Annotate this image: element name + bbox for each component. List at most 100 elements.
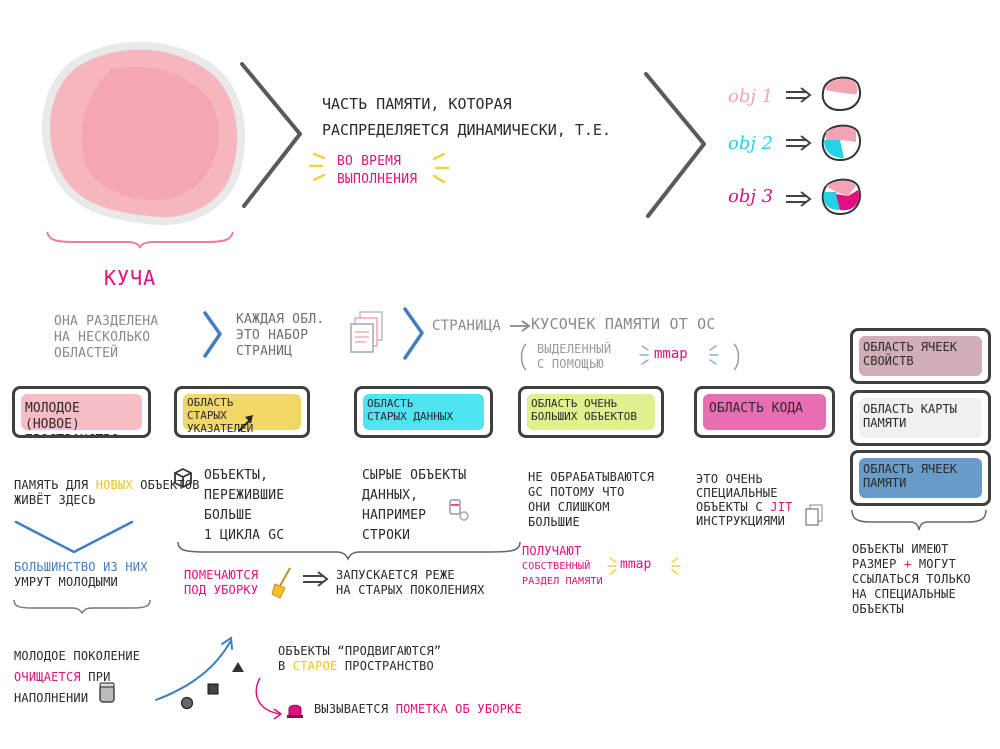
promoted-highlight: СТАРОЕ [292, 659, 338, 673]
large-own-line2: СОБСТВЕННЫЙ [522, 561, 591, 572]
cells-brace [851, 509, 987, 531]
young-gen-line3: НАПОЛНЕНИИ [14, 691, 89, 705]
promoted-pre: В [278, 659, 286, 673]
obj-2-label: obj 2 [728, 133, 774, 154]
cells-line1: ОБЪЕКТЫ ИМЕЮТ [852, 542, 949, 556]
rarely-line2: НА СТАРЫХ ПОКОЛЕНИЯХ [336, 583, 485, 597]
region-property-cells: ОБЛАСТЬ ЯЧЕЕК СВОЙСТВ [850, 328, 991, 384]
division-line3: ОБЛАСТЕЙ [54, 346, 119, 361]
code-line3-text: ОБЪЕКТЫ С [696, 500, 763, 514]
bracket-left-icon [520, 343, 527, 371]
large-line4: БОЛЬШИЕ [528, 515, 580, 529]
code-note: ЭТО ОЧЕНЬ СПЕЦИАЛЬНЫЕ ОБЪЕКТЫ С JIT ИНСТ… [696, 472, 793, 528]
division-line1: ОНА РАЗДЕЛЕНА [54, 314, 159, 329]
heap-brace [46, 231, 234, 249]
region-old-data: ОБЛАСТЬ СТАРЫХ ДАННЫХ [354, 386, 493, 438]
double-arrow-icon [786, 135, 812, 151]
area-line2: ЭТО НАБОР [236, 328, 309, 343]
funnel-icon [14, 520, 134, 554]
obj-1-label: obj 1 [728, 86, 774, 107]
young-note-highlight: НОВЫХ [95, 478, 133, 492]
region-fill [183, 394, 301, 430]
region-label: ОБЛАСТЬ ЯЧЕЕК ПАМЯТИ [863, 462, 957, 490]
region-fill [859, 458, 982, 498]
promoted-line2: В СТАРОЕ ПРОСТРАНСТВО [278, 659, 441, 674]
heap-definition: ЧАСТЬ ПАМЯТИ, КОТОРАЯ РАСПРЕДЕЛЯЕТСЯ ДИН… [322, 94, 611, 140]
curve-arrow-icon [255, 677, 283, 720]
sparkle-icon [607, 557, 681, 575]
invoke-pre: ВЫЗЫВАЕТСЯ [314, 702, 389, 716]
broom-icon [271, 567, 291, 599]
region-large-objects: ОБЛАСТЬ ОЧЕНЬ БОЛЬШИХ ОБЪЕКТОВ [518, 386, 664, 438]
large-note: НЕ ОБРАБАТЫВАЮТСЯ GC ПОТОМУ ЧТО ОНИ СЛИШ… [528, 470, 654, 530]
double-arrow-icon [786, 87, 812, 103]
mark-note: ПОМЕЧАЮТСЯ ПОД УБОРКУ [184, 568, 258, 598]
sparkle-icon [308, 152, 450, 184]
allocated-text: ВЫДЕЛЕННЫЙ С ПОМОЩЬЮ [537, 342, 611, 372]
triangle-icon [232, 662, 244, 672]
region-map-space: ОБЛАСТЬ КАРТЫ ПАМЯТИ [850, 390, 991, 446]
cells-plus: + [904, 557, 912, 571]
memory-blob-2-icon [821, 124, 861, 162]
cursor-icon [238, 415, 253, 432]
region-label: ОБЛАСТЬ СТАРЫХ ДАННЫХ [367, 397, 454, 423]
memory-blob-1-icon [821, 76, 861, 112]
area-line1: КАЖДАЯ ОБЛ. [236, 312, 325, 327]
cells-line2-pre: РАЗМЕР [852, 557, 897, 571]
young-note-pre: ПАМЯТЬ ДЛЯ [14, 478, 89, 492]
cells-note: ОБЪЕКТЫ ИМЕЮТ РАЗМЕР + МОГУТ ССЫЛАТЬСЯ Т… [852, 542, 971, 617]
division-text: ОНА РАЗДЕЛЕНА НА НЕСКОЛЬКО ОБЛАСТЕЙ [54, 314, 158, 362]
mark-line2: ПОД УБОРКУ [184, 583, 259, 597]
promoted-note: ОБЪЕКТЫ “ПРОДВИГАЮТСЯ” В СТАРОЕ ПРОСТРАН… [278, 644, 441, 674]
young-gen-line2: ОЧИЩАЕТСЯ ПРИ [14, 667, 140, 688]
sparkle-icon [639, 345, 719, 365]
code-line4: ИНСТРУКЦИЯМИ [696, 514, 786, 528]
heap-definition-line1: ЧАСТЬ ПАМЯТИ, КОТОРАЯ [322, 95, 512, 113]
large-own-note: ПОЛУЧАЮТ СОБСТВЕННЫЙ РАЗДЕЛ ПАМЯТИ [522, 544, 603, 589]
region-label: ОБЛАСТЬ КАРТЫ ПАМЯТИ [863, 402, 957, 430]
young-note-line2: ЖИВЁТ ЗДЕСЬ [14, 493, 96, 507]
runtime-line1: ВО ВРЕМЯ [337, 154, 402, 169]
box-icon [207, 683, 219, 695]
old-data-line1: СЫРЫЕ ОБЪЕКТЫ [362, 468, 467, 483]
cells-line4: НА СПЕЦИАЛЬНЫЕ [852, 587, 956, 601]
thread-spool-icon [449, 499, 469, 521]
obj-3-label: obj 3 [728, 186, 774, 207]
cells-line2: РАЗМЕР + МОГУТ [852, 557, 971, 572]
large-own-line3: РАЗДЕЛ ПАМЯТИ [522, 576, 603, 587]
code-line1: ЭТО ОЧЕНЬ [696, 472, 763, 486]
allocated-line2: С ПОМОЩЬЮ [537, 357, 604, 371]
code-jit: JIT [770, 500, 793, 514]
allocated-line1: ВЫДЕЛЕННЫЙ [537, 342, 612, 356]
old-pointer-line2: ПЕРЕЖИВШИЕ [204, 488, 285, 503]
region-fill [859, 336, 982, 376]
double-arrow-icon [303, 571, 329, 587]
old-pointer-line4: 1 ЦИКЛА GC [204, 528, 285, 543]
chevron-icon [240, 62, 302, 208]
runtime-line2: ВЫПОЛНЕНИЯ [337, 172, 418, 187]
memory-blob-3-icon [821, 178, 861, 216]
page-label: СТРАНИЦА [432, 318, 502, 334]
area-line3: СТРАНИЦ [236, 344, 293, 359]
young-gen-note: МОЛОДОЕ ПОКОЛЕНИЕ ОЧИЩАЕТСЯ ПРИ НАПОЛНЕН… [14, 646, 140, 709]
region-young-space: МОЛОДОЕ (НОВОЕ) ПРОСТРАНСТВО [12, 386, 151, 438]
old-pointer-line3: БОЛЬШЕ [204, 508, 253, 523]
mark-line1: ПОМЕЧАЮТСЯ [184, 568, 259, 582]
old-gen-brace [177, 541, 521, 561]
rarely-line1: ЗАПУСКАЕТСЯ РЕЖЕ [336, 568, 455, 582]
heap-blob [42, 41, 246, 225]
region-label: ОБЛАСТЬ СТАРЫХ УКАЗАТЕЛЕЙ [187, 396, 254, 435]
promoted-line1: ОБЪЕКТЫ “ПРОДВИГАЮТСЯ” [278, 644, 442, 658]
old-pointer-note: ОБЪЕКТЫ, ПЕРЕЖИВШИЕ БОЛЬШЕ 1 ЦИКЛА GC [204, 466, 284, 546]
siren-icon [287, 704, 303, 718]
arrow-icon [510, 320, 531, 332]
heap-label: КУЧА [104, 266, 157, 290]
large-mmap-label: mmap [620, 557, 652, 572]
large-own-line1: ПОЛУЧАЮТ [522, 544, 582, 558]
majority-line1: БОЛЬШИНСТВО ИЗ НИХ [14, 560, 148, 574]
region-label: МОЛОДОЕ (НОВОЕ) ПРОСТРАНСТВО [25, 401, 119, 435]
young-note: ПАМЯТЬ ДЛЯ НОВЫХ ОБЪЕКТОВ ЖИВЁТ ЗДЕСЬ [14, 478, 200, 508]
code-line3: ОБЪЕКТЫ С JIT [696, 500, 793, 514]
large-line2: GC ПОТОМУ ЧТО [528, 485, 625, 499]
code-line2: СПЕЦИАЛЬНЫЕ [696, 486, 778, 500]
